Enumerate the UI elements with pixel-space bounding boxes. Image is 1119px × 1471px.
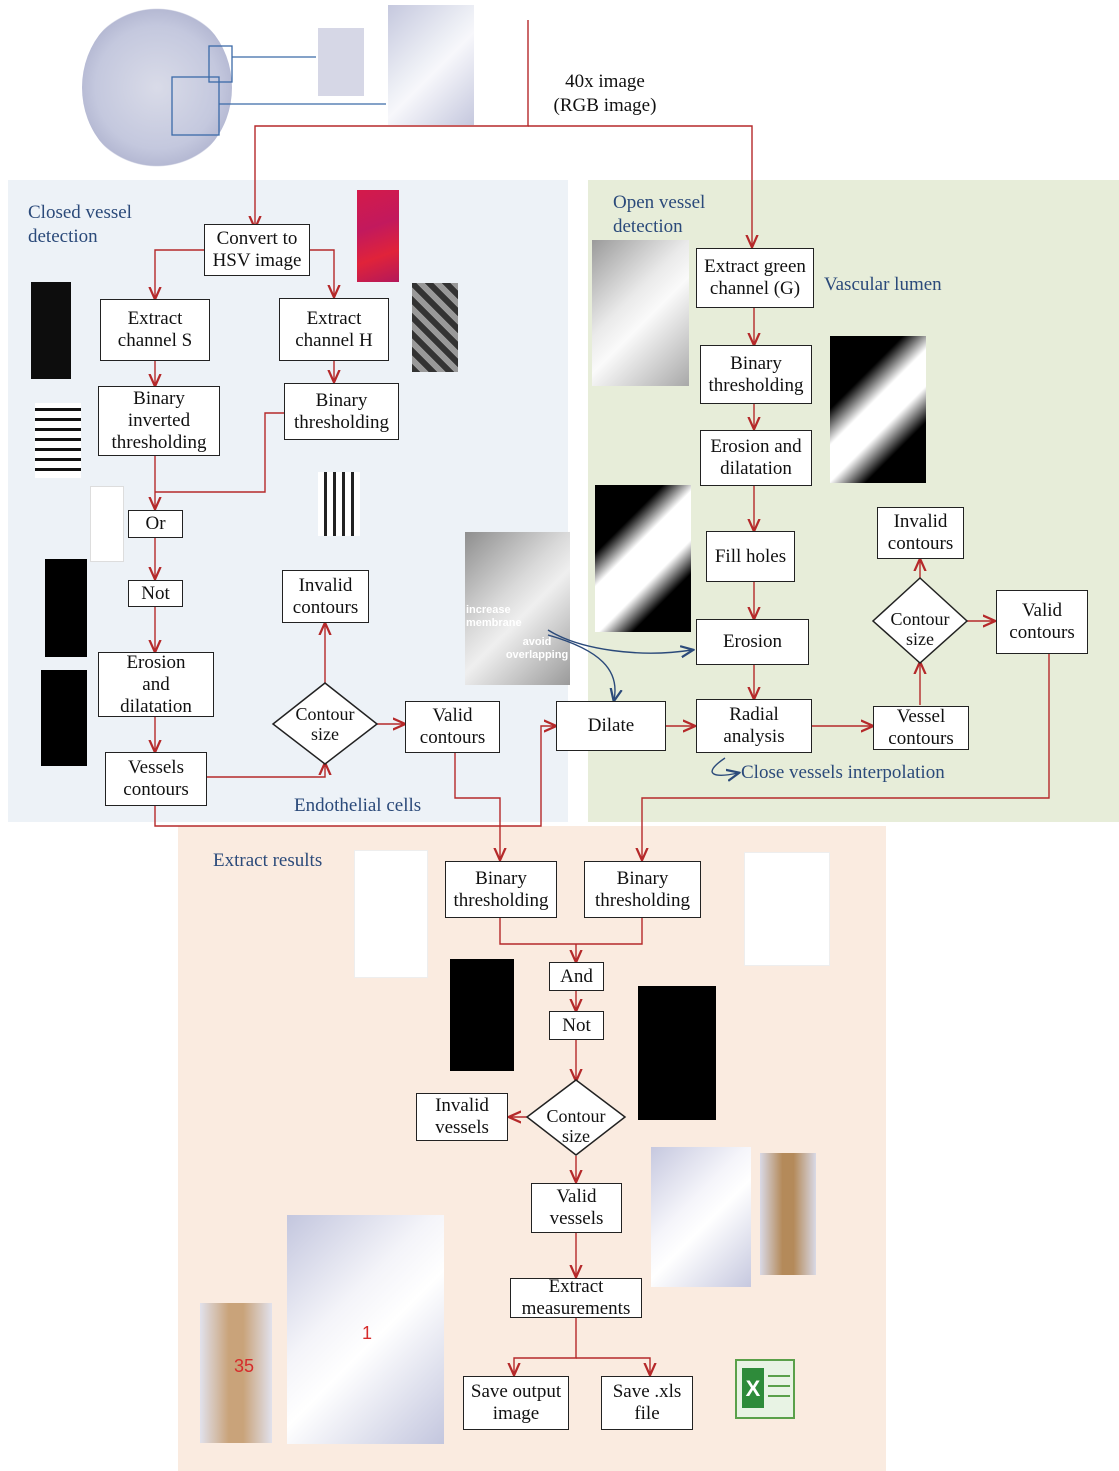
- tissue-zoom-small: [318, 28, 364, 96]
- extract-measurements-box: Extract measurements: [510, 1276, 642, 1319]
- not-box-results: Not: [549, 1011, 604, 1040]
- fill-holes-box: Fill holes: [706, 531, 795, 582]
- binary-h-box: Binary thresholding: [284, 383, 399, 440]
- output-vessel-thumb-1: [287, 1215, 444, 1444]
- invalid-vessels-box: Invalid vessels: [416, 1093, 508, 1141]
- valid-vessel-thumb-a: [651, 1147, 751, 1287]
- contour-size-closed: Contour size: [295, 704, 355, 744]
- save-output-box: Save output image: [463, 1376, 569, 1430]
- vessels-contours-box: Vessels contours: [105, 752, 207, 806]
- increase-membrane-label: increase membrane: [466, 604, 522, 629]
- channel-s-thumb: [31, 282, 71, 379]
- and-box: And: [549, 962, 604, 991]
- tissue-zoom-large: [388, 5, 474, 125]
- binary-box-open: Binary thresholding: [700, 345, 812, 404]
- vessel-id-35-label: 35: [233, 1356, 255, 1376]
- diamond-closed: [271, 682, 379, 765]
- binary-left-thumb: [354, 850, 428, 978]
- invalid-contours-box-open: Invalid contours: [877, 507, 964, 559]
- not-result-thumb: [45, 559, 87, 657]
- membrane-annotation-thumb: [465, 532, 570, 685]
- binary-right-box: Binary thresholding: [584, 861, 701, 918]
- invalid-contours-box-closed: Invalid contours: [282, 570, 369, 623]
- extract-green-box: Extract green channel (G): [696, 248, 814, 308]
- diamond-open: [871, 576, 969, 665]
- contour-size-results: Contour size: [546, 1106, 606, 1146]
- tissue-core-icon: [82, 5, 232, 170]
- excel-icon: X: [728, 1354, 800, 1424]
- erosion-dilatation-box-open: Erosion and dilatation: [700, 430, 812, 486]
- interpolation-label: Close vessels interpolation: [741, 762, 945, 783]
- or-result-thumb: [90, 486, 124, 562]
- erosion-box-open: Erosion: [696, 619, 809, 665]
- output-vessel-thumb-35: [200, 1303, 272, 1443]
- convert-hsv-box: Convert to HSV image: [204, 224, 310, 276]
- channel-h-thumb: [412, 283, 458, 372]
- contour-size-open: Contour size: [890, 609, 950, 649]
- dilate-box: Dilate: [556, 701, 666, 751]
- binary-h-thumb: [318, 472, 360, 536]
- svg-text:X: X: [746, 1376, 761, 1401]
- or-box: Or: [128, 510, 183, 538]
- diamond-results: [525, 1079, 627, 1156]
- valid-contours-box-open: Valid contours: [996, 590, 1088, 654]
- endothelial-label: Endothelial cells: [294, 795, 422, 816]
- erosion-dilatation-box-closed: Erosion and dilatation: [98, 652, 214, 717]
- valid-vessels-box: Valid vessels: [531, 1183, 622, 1233]
- not-result2-thumb: [638, 986, 716, 1120]
- valid-vessel-thumb-b: [760, 1153, 816, 1275]
- vessel-id-1-label: 1: [361, 1323, 372, 1343]
- save-xls-box: Save .xls file: [601, 1376, 693, 1430]
- valid-contours-box-closed: Valid contours: [405, 701, 500, 753]
- erosion-result-thumb: [41, 670, 87, 766]
- hsv-image-thumb: [357, 190, 399, 282]
- binary-s-thumb: [35, 403, 81, 478]
- radial-analysis-box: Radial analysis: [696, 699, 812, 753]
- closed-section-title: Closed vessel detection: [28, 202, 132, 247]
- binary-green-thumb: [830, 336, 926, 483]
- binary-left-box: Binary thresholding: [445, 861, 557, 918]
- input-label: 40x image (RGB image): [553, 71, 657, 116]
- extract-s-box: Extract channel S: [100, 299, 210, 361]
- extract-h-box: Extract channel H: [279, 298, 389, 361]
- not-box-closed: Not: [128, 580, 183, 607]
- green-channel-thumb: [592, 240, 689, 386]
- vessel-contours-box-open: Vessel contours: [873, 706, 969, 750]
- open-section-title: Open vessel detection: [613, 192, 706, 237]
- binary-right-thumb: [744, 852, 830, 966]
- binary-inverted-box: Binary inverted thresholding: [98, 386, 220, 456]
- erosion-green-thumb: [595, 485, 691, 632]
- avoid-overlapping-label: avoid overlapping: [505, 636, 569, 661]
- and-result-thumb: [450, 959, 514, 1071]
- vascular-lumen-label: Vascular lumen: [824, 274, 942, 295]
- results-section-title: Extract results: [213, 850, 323, 871]
